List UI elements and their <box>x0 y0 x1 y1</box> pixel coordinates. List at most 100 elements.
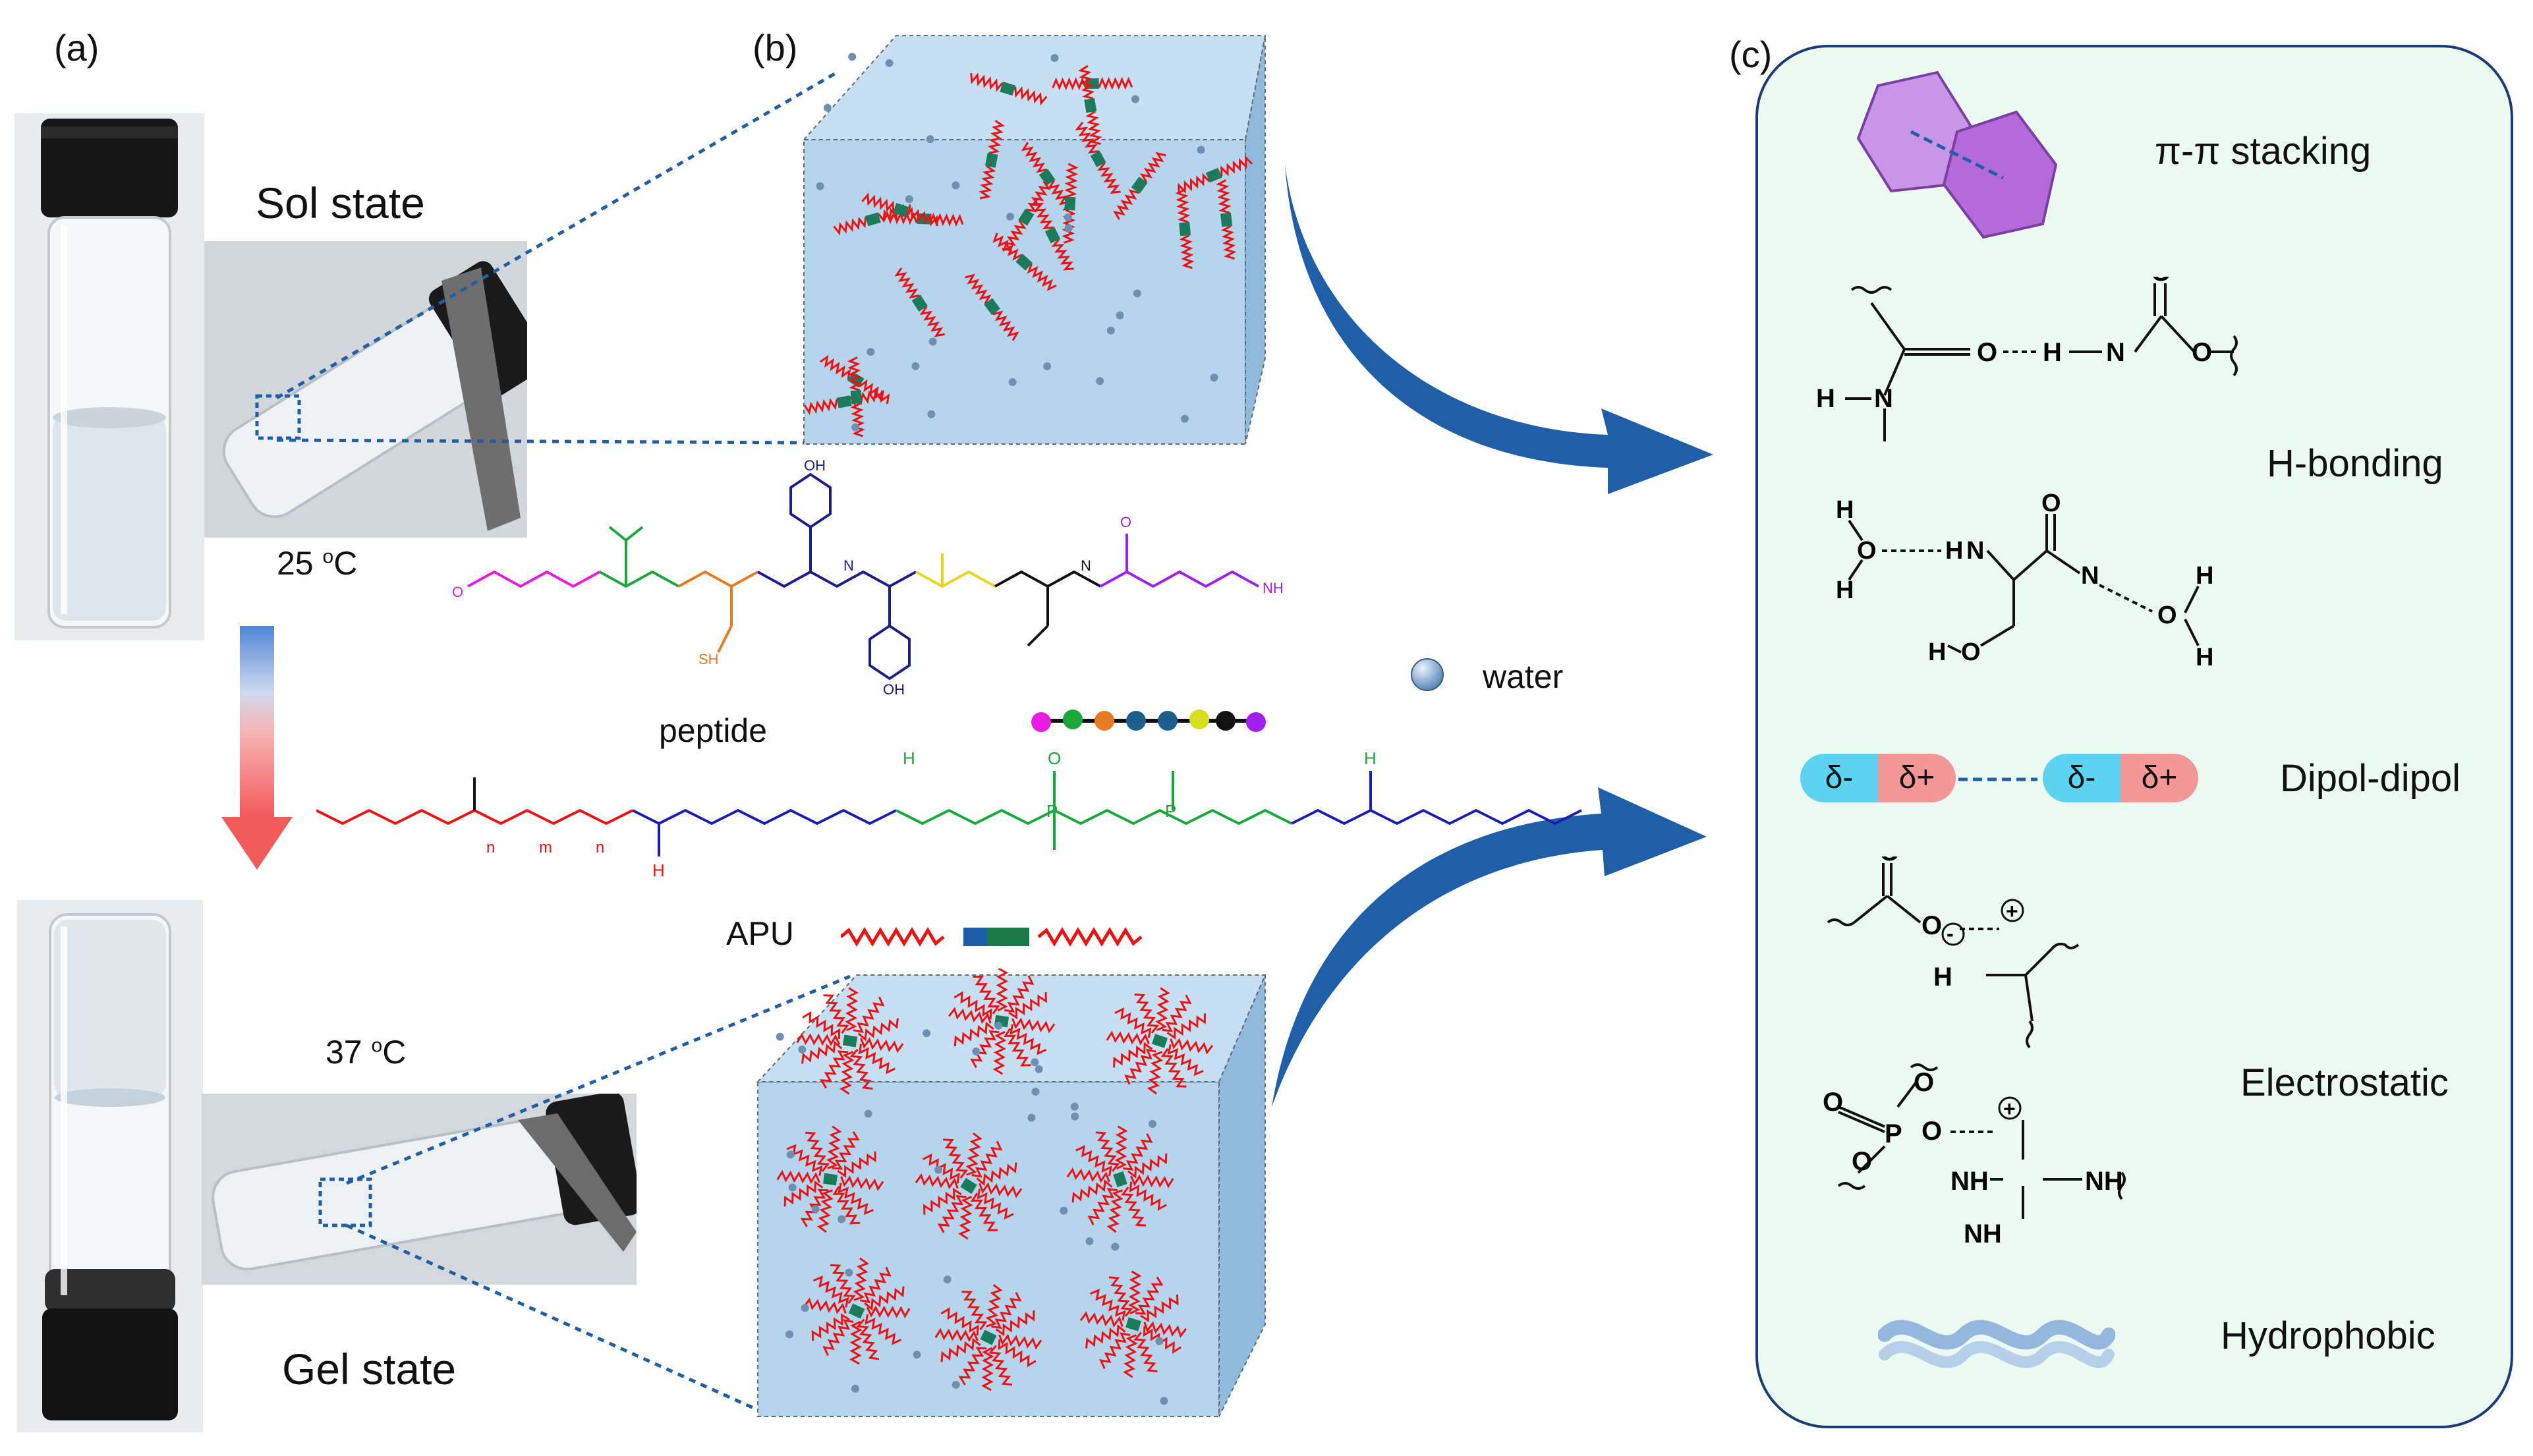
sol-chain-core <box>916 213 930 225</box>
gel-micelle-core <box>822 1173 838 1186</box>
gel-micelle-arm <box>1095 1131 1120 1172</box>
es2-atom-o3: O <box>1852 1147 1872 1176</box>
gel-water-bead <box>934 1165 943 1174</box>
gel-micelle-arm <box>845 987 859 1032</box>
sol-water-bead <box>926 135 934 144</box>
gel-micelle-arm <box>1106 1030 1150 1046</box>
peptide-atom-nh: NH <box>1263 580 1284 596</box>
hb2-atom-o1: O <box>1857 537 1877 565</box>
gel-water-bead <box>785 1330 794 1339</box>
sol-chain-arm <box>1220 225 1237 260</box>
dipole-right-pos: δ+ <box>2120 754 2198 802</box>
es2-atom-p: P <box>1885 1119 1902 1148</box>
apu-atom-h1: H <box>652 860 665 880</box>
gel-vial-photo <box>17 900 203 1432</box>
hb2-atom-o2: O <box>2041 490 2061 517</box>
gel-water-bead <box>811 1205 820 1214</box>
gel-micelle-arm <box>1114 1125 1128 1170</box>
sol-chain-arm <box>1097 162 1121 194</box>
gel-micelle-arm <box>805 1131 830 1172</box>
sol-chain-arm <box>919 306 945 337</box>
gel-micelle-core <box>1151 1034 1168 1048</box>
gel-micelle-core <box>842 1034 858 1048</box>
peptide-atom-oh2: OH <box>883 681 905 698</box>
gel-micelle-arm <box>1147 1051 1164 1095</box>
pi-stacking-hexagons-icon <box>1856 70 2058 239</box>
sol-chain-arm <box>979 165 996 200</box>
gel-water-bead <box>1070 1102 1079 1111</box>
gel-micelle-arm <box>940 1307 979 1335</box>
gel-micelle-arm <box>1128 1270 1142 1315</box>
sol-water-bead <box>927 410 936 418</box>
gel-micelle-arm <box>976 1162 1017 1187</box>
sol-chain-core <box>1084 98 1097 113</box>
es1-atom-o1: O <box>1879 856 1900 866</box>
sol-chain-arm <box>905 206 938 227</box>
apu-atom-h2: H <box>903 748 915 768</box>
sol-chain-core <box>850 390 863 405</box>
gel-micelle-arm <box>801 1040 843 1064</box>
sol-water-bead <box>867 348 875 356</box>
gel-micelle-arm <box>849 1320 863 1365</box>
sol-chain-core <box>1000 81 1016 96</box>
sol-chain-arm <box>1026 181 1051 213</box>
sol-chain-core <box>865 212 881 227</box>
peptide-atom-n2: N <box>1081 557 1091 574</box>
gel-micelle-arm <box>1123 1334 1138 1378</box>
peptide-atom-oh1: OH <box>804 457 826 474</box>
gel-micelle-arm <box>1099 1332 1131 1369</box>
water-label: water <box>1483 658 1564 695</box>
sol-chain-arm <box>1216 179 1232 214</box>
gel-micelle-arm <box>948 1007 992 1024</box>
sol-water-bead <box>1116 311 1124 320</box>
gel-micelle-arm <box>970 1030 1000 1069</box>
gel-micelle-arm <box>971 1140 1003 1178</box>
gel-micelle-arm <box>1071 1179 1113 1203</box>
gel-water-bead <box>864 1109 872 1118</box>
gel-micelle-arm <box>1010 1024 1047 1055</box>
curved-arrows <box>1272 165 1713 1107</box>
es2-atom-nh: NH <box>2085 1167 2123 1196</box>
gel-micelle-arm <box>940 1337 981 1362</box>
electrostatic-structure-1: O O - + H <box>1827 856 2080 1049</box>
hb2-atom-h5: H <box>2196 562 2213 590</box>
sol-chain-arm <box>894 267 920 299</box>
temp-high-label: 37 oC <box>326 1033 406 1071</box>
gel-micelle-arm <box>776 1169 820 1185</box>
gel-micelle-arm <box>991 1291 1022 1330</box>
sol-water-bead <box>1050 53 1059 62</box>
temp-high-value: 37 <box>326 1034 372 1071</box>
sol-cube <box>802 35 1266 445</box>
sol-chain-arm <box>1052 77 1087 91</box>
hb1-atom-n2: N <box>1874 384 1893 413</box>
gel-micelle-arm <box>1129 1181 1168 1211</box>
gel-micelle-arm <box>816 1189 834 1233</box>
gel-micelle-arm <box>1008 992 1047 1020</box>
hb2-atom-o4: O <box>2157 602 2177 629</box>
gel-micelle-arm <box>961 1291 988 1331</box>
gel-micelle-arm <box>1004 1028 1031 1067</box>
gel-water-bead <box>1031 1087 1040 1096</box>
gel-water-bead <box>786 1150 795 1159</box>
sol-chain-core <box>893 203 909 217</box>
gel-water-bead <box>1027 1113 1036 1122</box>
gel-micelle-arm <box>1123 1133 1153 1171</box>
gel-micelle-arm <box>860 1037 904 1053</box>
gel-water-bead <box>943 1275 952 1284</box>
sol-water-bead <box>1096 377 1104 385</box>
sol-water-bead <box>952 181 960 190</box>
sol-chain-arm <box>1139 152 1166 183</box>
gel-micelle-arm <box>856 1318 880 1360</box>
es1-minus: - <box>1947 922 1954 945</box>
sol-chain-core <box>1205 167 1222 183</box>
gel-micelle-arm <box>1166 1013 1206 1040</box>
gel-micelle-arm <box>998 1333 1042 1350</box>
gel-micelle-arm <box>977 1189 1014 1220</box>
sol-water-bead <box>1064 213 1072 221</box>
sol-chain-arm <box>861 192 895 213</box>
sol-chain-core <box>1131 177 1148 194</box>
gel-water-bead <box>913 1351 921 1359</box>
sol-chain-core <box>1015 254 1033 271</box>
gel-micelle-arm <box>979 1182 1023 1198</box>
